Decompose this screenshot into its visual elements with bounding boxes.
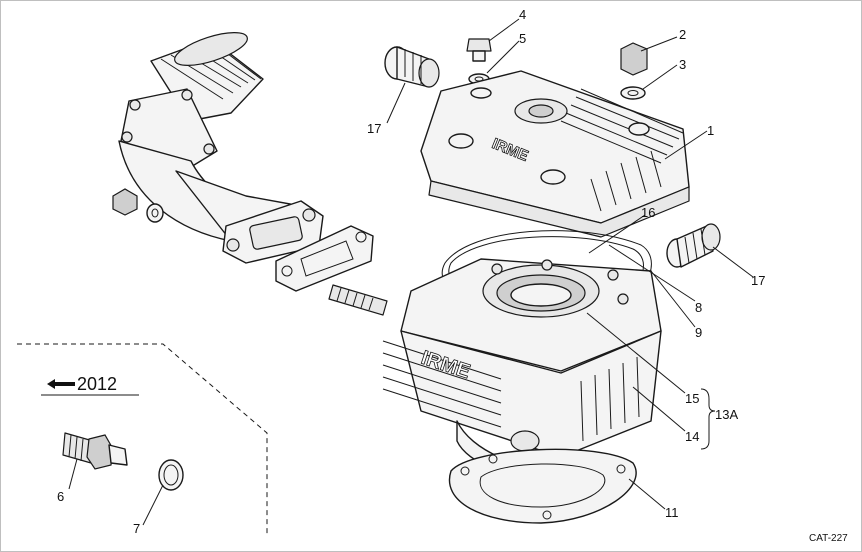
inset-2012: 2012: [17, 343, 268, 535]
inset-era-label: 2012: [77, 374, 117, 394]
stud: [328, 284, 388, 316]
fitting: [62, 432, 128, 470]
callout-2: 2: [679, 27, 686, 42]
spark-adapter-right: [666, 223, 721, 268]
callout-5: 5: [519, 31, 526, 46]
callout-13a: 13A: [715, 407, 738, 422]
leader-lines: [68, 18, 754, 526]
base-gasket: [448, 448, 637, 524]
callout-7: 7: [133, 521, 140, 536]
catalog-code: CAT-227: [809, 533, 848, 544]
seal-ring: [158, 459, 184, 491]
callout-16: 16: [641, 205, 655, 220]
callout-3: 3: [679, 57, 686, 72]
callout-15: 15: [685, 391, 699, 406]
cap-nut: [620, 42, 648, 100]
callout-labels: 1 2 3 4 5 6 7 8 9 11 14 15 16 17 17 13A: [57, 7, 765, 536]
callout-9: 9: [695, 325, 702, 340]
exhaust-gasket: [275, 225, 374, 292]
callout-1: 1: [707, 123, 714, 138]
callout-6: 6: [57, 489, 64, 504]
callout-8: 8: [695, 300, 702, 315]
callout-14: 14: [685, 429, 699, 444]
drain-plug: [466, 38, 492, 85]
spark-adapter-top: [384, 46, 440, 88]
cylinder-body: IRME: [382, 258, 662, 482]
arrow-left-icon: [47, 379, 75, 389]
cylinder-head: IRME: [420, 70, 690, 238]
callout-17-right: 17: [751, 273, 765, 288]
callout-11: 11: [665, 505, 679, 520]
callout-17-top: 17: [367, 121, 381, 136]
exhaust-manifold: [112, 32, 324, 264]
callout-4: 4: [519, 7, 526, 22]
